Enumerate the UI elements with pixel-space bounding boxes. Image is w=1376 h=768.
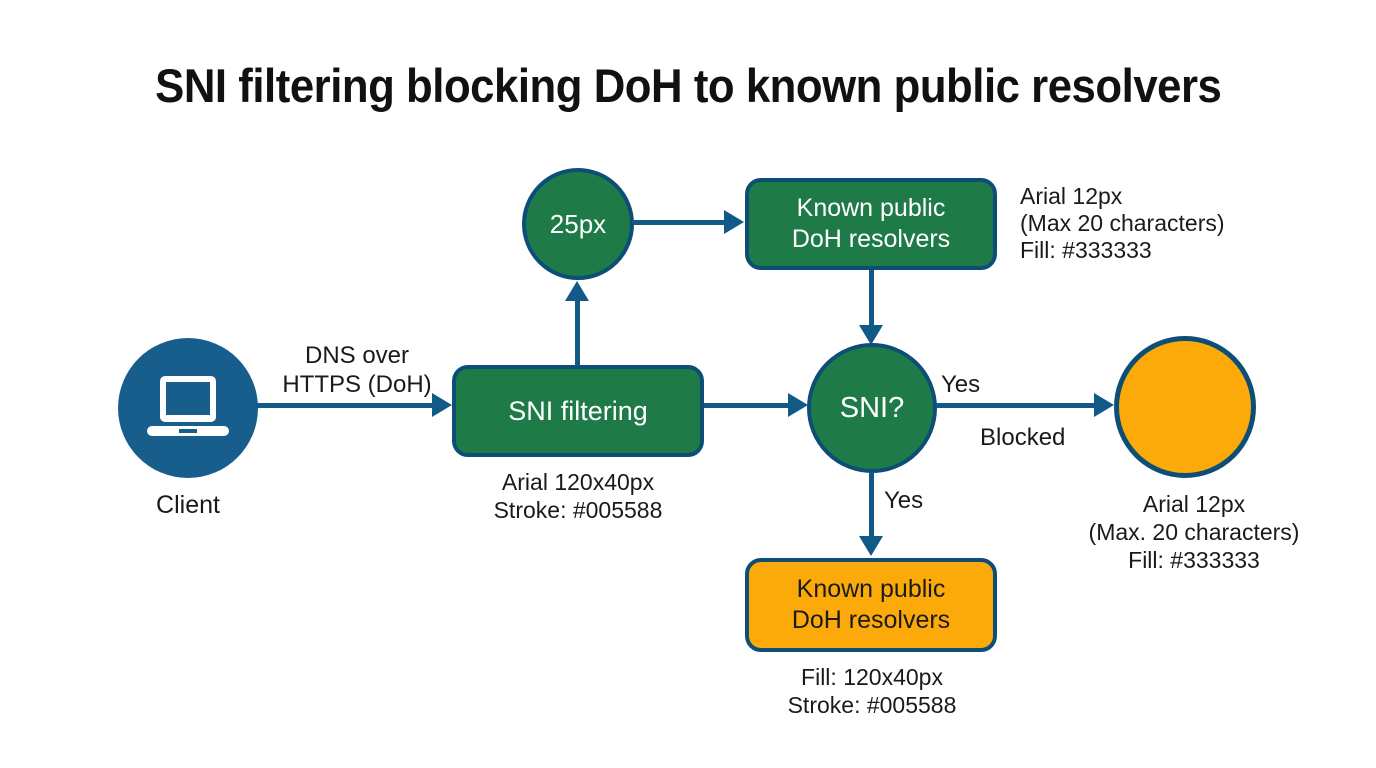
edge-label-blocked: Blocked (980, 424, 1066, 451)
arrowhead-circle-to-topbox (724, 210, 744, 234)
arrow-filter-to-decision (704, 403, 792, 408)
bottom-resolvers-caption: Fill: 120x40px Stroke: #005588 (742, 663, 1002, 719)
arrowhead-filter-to-decision (788, 393, 808, 417)
sni-filtering-label: SNI filtering (508, 395, 648, 426)
sni-filtering-caption-line2: Stroke: #005588 (493, 497, 663, 523)
annotation-top-line3: Fill: #333333 (1020, 237, 1152, 263)
annotation-bottom-line1: Arial 12px (1142, 491, 1246, 517)
bottom-resolvers-line1: Known public (796, 575, 946, 603)
edge-label-yes-right: Yes (941, 371, 981, 398)
arrowhead-filter-to-circle (565, 281, 589, 301)
arrowhead-topbox-to-decision (859, 325, 883, 345)
arrowhead-decision-to-blocked (1094, 393, 1114, 417)
radius-circle-node: 25px (522, 168, 634, 280)
edge-label-doh: DNS over HTTPS (DoH) (252, 341, 462, 399)
client-label: Client (156, 491, 220, 519)
bottom-resolvers-line2: DoH resolvers (791, 606, 951, 634)
arrow-decision-to-blocked (936, 403, 1096, 408)
annotation-top-line1: Arial 12px (1020, 183, 1123, 209)
bottom-resolvers-caption-line1: Fill: 120x40px (801, 664, 943, 690)
diagram-title: SNI filtering blocking DoH to known publ… (0, 58, 1376, 113)
sni-filtering-node: SNI filtering (452, 365, 704, 457)
arrowhead-decision-to-bottombox (859, 536, 883, 556)
edge-label-doh-line1: DNS over (304, 342, 410, 369)
bottom-resolvers-caption-line2: Stroke: #005588 (787, 692, 957, 718)
blocked-circle-node (1114, 336, 1256, 478)
arrowhead-client-to-filter (432, 393, 452, 417)
laptop-icon (147, 376, 229, 436)
arrow-client-to-filter (256, 403, 436, 408)
top-resolvers-line2: DoH resolvers (791, 225, 951, 253)
annotation-bottom-line3: Fill: #333333 (1128, 547, 1260, 573)
diagram-title-text: SNI filtering blocking DoH to known publ… (154, 59, 1222, 112)
top-resolvers-node: Known public DoH resolvers (745, 178, 997, 270)
annotation-bottom-line2: (Max. 20 characters) (1088, 519, 1300, 545)
annotation-top-line2: (Max 20 characters) (1020, 210, 1225, 236)
annotation-bottom-right: Arial 12px (Max. 20 characters) Fill: #3… (1058, 490, 1330, 574)
top-resolvers-line1: Known public (796, 194, 946, 222)
edge-label-yes-down: Yes (884, 487, 924, 514)
bottom-resolvers-node: Known public DoH resolvers (745, 558, 997, 652)
arrow-filter-to-circle (575, 299, 580, 366)
arrow-topbox-to-decision (869, 270, 874, 327)
radius-circle-label: 25px (549, 208, 607, 239)
arrow-circle-to-topbox (632, 220, 726, 225)
arrow-decision-to-bottombox (869, 472, 874, 538)
sni-filtering-caption: Arial 120x40px Stroke: #005588 (438, 468, 718, 524)
client-node (118, 338, 258, 478)
sni-decision-node: SNI? (807, 343, 937, 473)
sni-filtering-caption-line1: Arial 120x40px (501, 469, 655, 495)
annotation-top-right: Arial 12px (Max 20 characters) Fill: #33… (1020, 183, 1225, 264)
edge-label-doh-line2: HTTPS (DoH) (282, 371, 432, 398)
sni-decision-label: SNI? (839, 391, 905, 424)
